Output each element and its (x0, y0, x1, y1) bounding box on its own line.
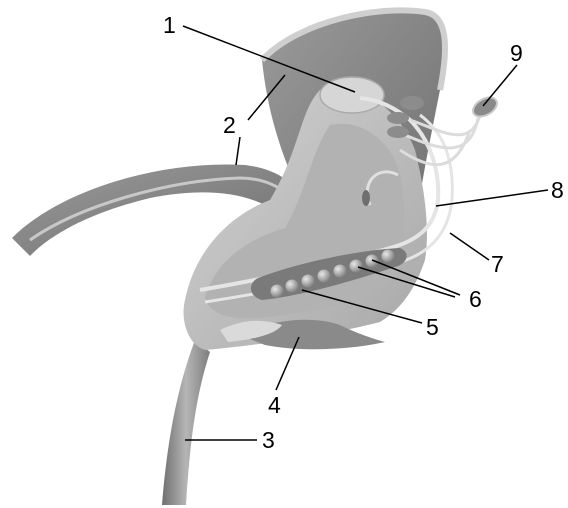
callout-9: 9 (510, 40, 523, 66)
ovule (271, 285, 284, 298)
ovule (382, 250, 395, 263)
callout-6: 6 (469, 286, 482, 312)
inner-mark (362, 190, 370, 206)
callout-8: 8 (551, 177, 564, 203)
ovule (318, 270, 331, 283)
anther-2 (387, 112, 409, 124)
ovule (350, 260, 363, 273)
detached-anther (470, 94, 501, 121)
callout-2: 2 (223, 112, 236, 138)
ovule (334, 265, 347, 278)
anther-3 (387, 126, 409, 138)
callout-7: 7 (491, 251, 504, 277)
callout-3: 3 (262, 427, 275, 453)
anther-1 (400, 96, 424, 110)
ovule (302, 275, 315, 288)
leader-line-9 (483, 65, 517, 106)
ovule (286, 280, 299, 293)
leader-line-7 (450, 233, 489, 260)
callout-1: 1 (163, 12, 176, 38)
callout-4: 4 (268, 392, 281, 418)
ovule (366, 255, 379, 268)
callout-5: 5 (426, 314, 439, 340)
leader-line-2b (236, 137, 240, 165)
stalk (162, 340, 210, 505)
